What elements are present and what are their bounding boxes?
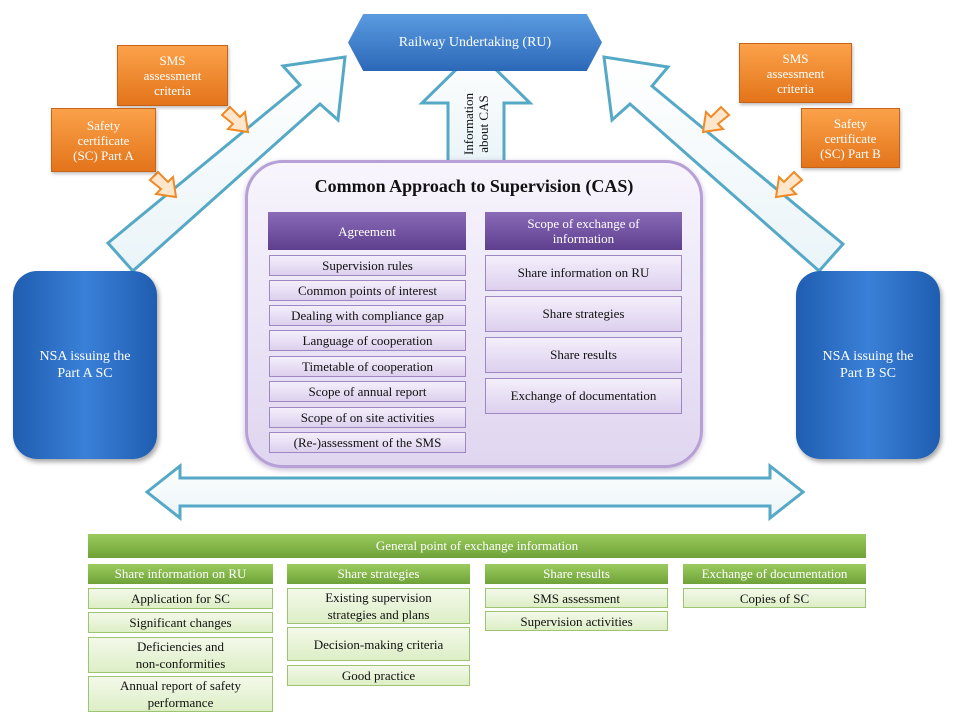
scope-item: Exchange of documentation [485, 378, 682, 414]
arrow-sc-b [774, 170, 804, 199]
scope-header: Scope of exchange of information [485, 212, 682, 250]
agreement-item: Language of cooperation [269, 330, 466, 351]
agreement-header-label: Agreement [338, 223, 396, 239]
agreement-item: Supervision rules [269, 255, 466, 276]
nsa-part-a: NSA issuing the Part A SC [13, 271, 157, 459]
col-share-info-header: Share information on RU [88, 564, 273, 584]
scope-item: Share strategies [485, 296, 682, 332]
agreement-item: (Re-)assessment of the SMS [269, 432, 466, 453]
railway-undertaking-label: Railway Undertaking (RU) [398, 34, 552, 50]
scope-header-label: Scope of exchange of information [527, 216, 640, 246]
list-item: Decision-making criteria [287, 627, 470, 661]
safety-cert-part-b: Safety certificate (SC) Part B [801, 108, 900, 168]
arrow-info-about-cas [418, 47, 534, 164]
info-about-cas: Information about CAS [446, 86, 506, 162]
sms-criteria-right: SMS assessment criteria [739, 43, 852, 103]
list-item: Annual report of safety performance [88, 676, 273, 712]
sms-criteria-right-label: SMS assessment criteria [766, 50, 825, 96]
agreement-item: Scope of annual report [269, 381, 466, 402]
scope-item: Share results [485, 337, 682, 373]
cas-title: Common Approach to Supervision (CAS) [314, 176, 634, 196]
agreement-item: Timetable of cooperation [269, 356, 466, 377]
col-exchange-doc-header: Exchange of documentation [683, 564, 866, 584]
agreement-header: Agreement [268, 212, 466, 250]
agreement-item: Scope of on site activities [269, 407, 466, 428]
sms-criteria-left: SMS assessment criteria [117, 45, 228, 106]
arrow-sc-a [148, 170, 178, 199]
general-point-header: General point of exchange information [88, 534, 866, 558]
general-point-header-label: General point of exchange information [375, 538, 579, 553]
list-item: Copies of SC [683, 588, 866, 608]
nsa-part-a-label: NSA issuing the Part A SC [39, 349, 131, 381]
arrow-nsa-a-nsa-b [144, 462, 806, 522]
list-item: Good practice [287, 665, 470, 686]
scope-item: Share information on RU [485, 255, 682, 291]
nsa-part-b-label: NSA issuing the Part B SC [822, 349, 914, 381]
sms-criteria-left-label: SMS assessment criteria [143, 53, 202, 98]
info-about-cas-label: Information about CAS [461, 92, 491, 156]
col-share-strategies-header: Share strategies [287, 564, 470, 584]
col-share-results-header: Share results [485, 564, 668, 584]
railway-undertaking-box: Railway Undertaking (RU) [348, 14, 602, 71]
arrow-sms-b [701, 105, 731, 134]
agreement-item: Common points of interest [269, 280, 466, 301]
safety-cert-part-b-label: Safety certificate (SC) Part B [820, 115, 881, 161]
arrow-sms-a [220, 105, 250, 134]
list-item: Existing supervision strategies and plan… [287, 588, 470, 624]
nsa-part-b: NSA issuing the Part B SC [796, 271, 940, 459]
safety-cert-part-a-label: Safety certificate (SC) Part A [73, 117, 134, 163]
list-item: Significant changes [88, 612, 273, 633]
list-item: Deficiencies and non-conformities [88, 637, 273, 673]
agreement-item: Dealing with compliance gap [269, 305, 466, 326]
safety-cert-part-a: Safety certificate (SC) Part A [51, 108, 156, 172]
list-item: Application for SC [88, 588, 273, 609]
list-item: Supervision activities [485, 611, 668, 631]
list-item: SMS assessment [485, 588, 668, 608]
